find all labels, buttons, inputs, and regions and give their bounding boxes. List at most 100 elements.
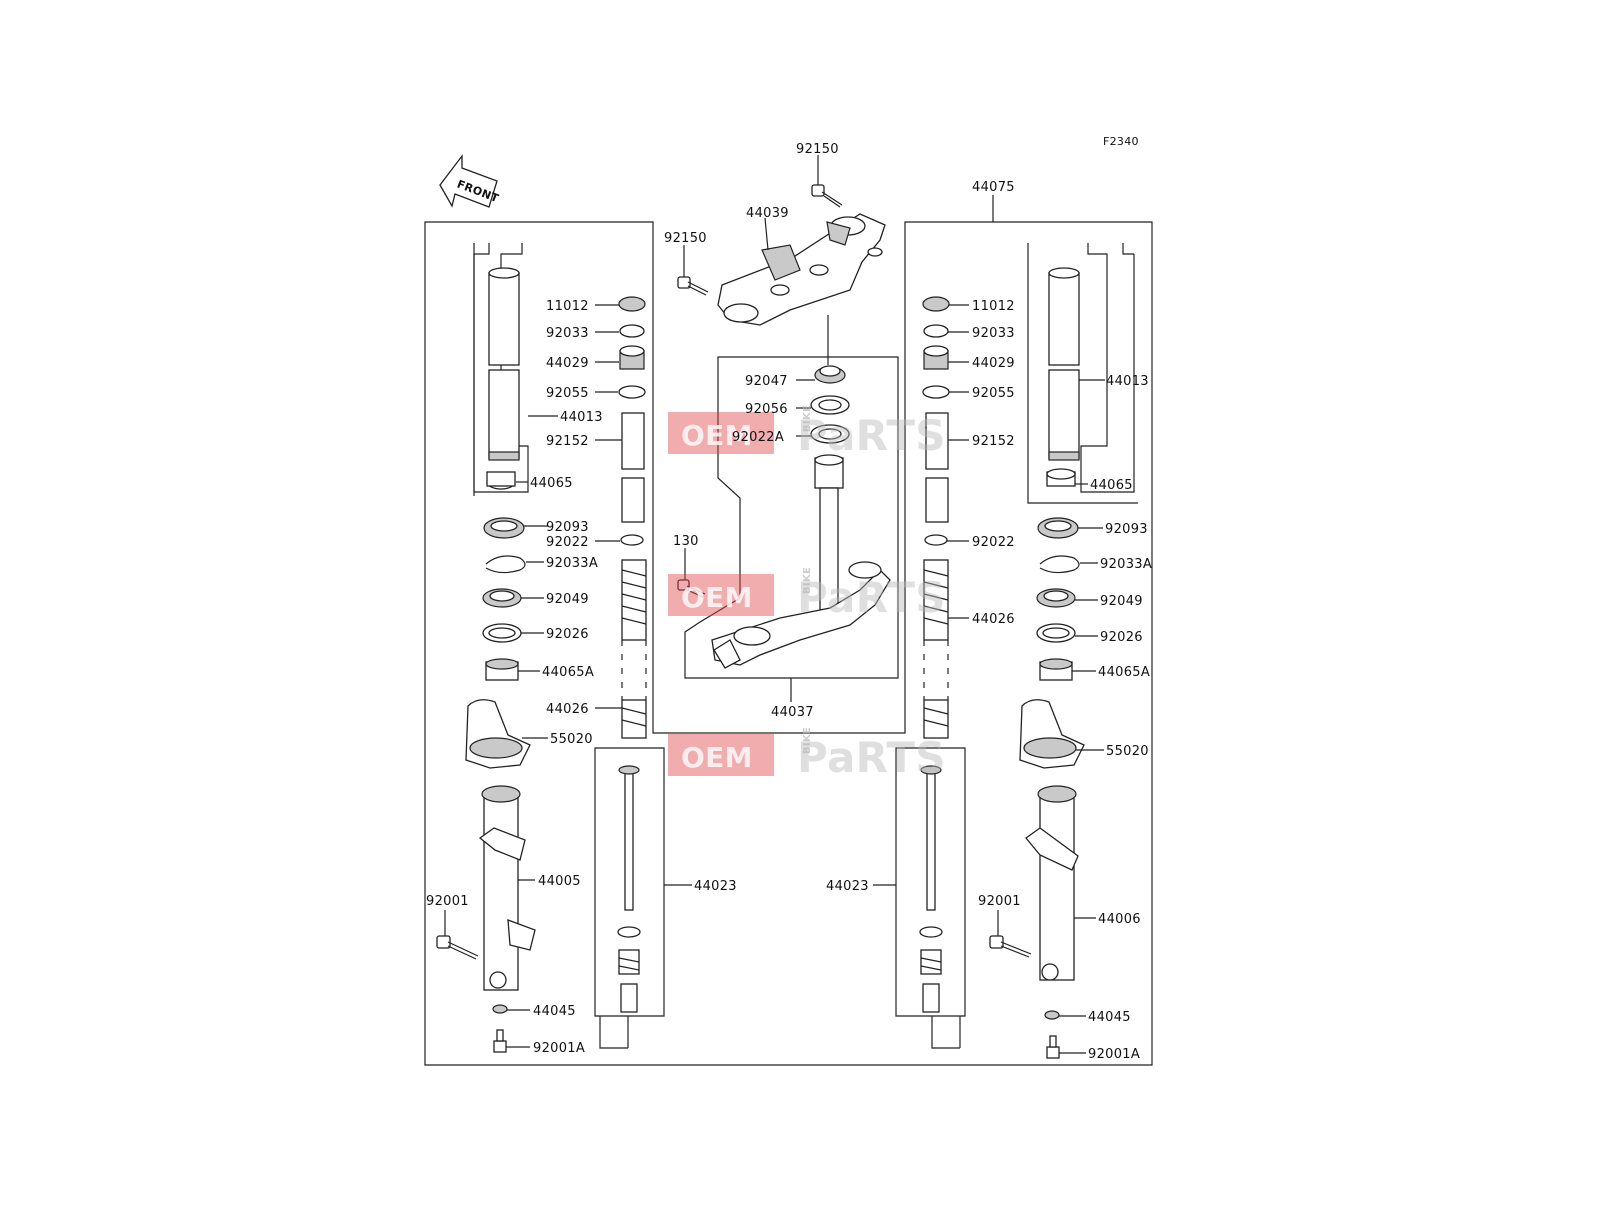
label-92033-left[interactable]: 92033 <box>546 326 589 341</box>
right-oring-92055-icon <box>922 385 950 399</box>
label-44006[interactable]: 44006 <box>1098 912 1141 927</box>
upper-triple-clamp <box>717 213 886 326</box>
watermark-middle-right: PaRTS <box>797 573 946 622</box>
label-44037[interactable]: 44037 <box>771 705 814 720</box>
label-44045-right[interactable]: 44045 <box>1088 1010 1131 1025</box>
label-92049-left[interactable]: 92049 <box>546 592 589 607</box>
watermark-middle: OEM BIKE PaRTS <box>668 567 946 622</box>
label-44013-right[interactable]: 44013 <box>1106 374 1149 389</box>
left-damper-frame <box>594 747 665 1017</box>
left-washer-44045-icon <box>492 1004 508 1014</box>
bolt-92150-top-icon <box>811 184 843 208</box>
label-44045-left[interactable]: 44045 <box>533 1004 576 1019</box>
watermark-top: OEM BIKE PaRTS <box>668 405 946 460</box>
right-clip-92033A-icon <box>1039 555 1080 574</box>
left-spring-44026-icon <box>621 559 647 739</box>
left-oring-92033-icon <box>619 324 645 338</box>
label-44023-left[interactable]: 44023 <box>694 879 737 894</box>
label-92047[interactable]: 92047 <box>745 374 788 389</box>
left-drain-bolt-92001A-icon <box>493 1029 507 1053</box>
label-92150-left[interactable]: 92150 <box>664 231 707 246</box>
right-fork-tube-icon <box>1048 267 1080 461</box>
watermark-bottom-box <box>668 734 774 776</box>
watermark-bottom-vertical: BIKE <box>802 727 813 754</box>
label-44039[interactable]: 44039 <box>746 206 789 221</box>
label-92033A-right[interactable]: 92033A <box>1100 557 1152 572</box>
label-44026-right[interactable]: 44026 <box>972 612 1015 627</box>
label-92001A-right[interactable]: 92001A <box>1088 1047 1140 1062</box>
watermark-top-right: PaRTS <box>797 411 946 460</box>
label-92022-right[interactable]: 92022 <box>972 535 1015 550</box>
label-92033A-left[interactable]: 92033A <box>546 556 598 571</box>
steering-stem-lower-clamp <box>711 454 891 669</box>
right-damper-frame <box>895 747 966 1017</box>
label-92026-left[interactable]: 92026 <box>546 627 589 642</box>
label-92001-left[interactable]: 92001 <box>426 894 469 909</box>
right-damper-frame-bottom <box>931 1016 961 1049</box>
left-spacer-92152-icon <box>621 412 645 470</box>
label-92152-right[interactable]: 92152 <box>972 434 1015 449</box>
label-44005[interactable]: 44005 <box>538 874 581 889</box>
leader-44039 <box>764 217 769 251</box>
label-92022-left[interactable]: 92022 <box>546 535 589 550</box>
label-44065A-right[interactable]: 44065A <box>1098 665 1150 680</box>
bolt-130-icon <box>677 579 706 598</box>
label-44026-left[interactable]: 44026 <box>546 702 589 717</box>
left-assembly-frame <box>424 221 1153 1066</box>
right-drain-bolt-92001A-icon <box>1046 1035 1060 1059</box>
label-44029-left[interactable]: 44029 <box>546 356 589 371</box>
diagram-code: F2340 <box>1103 135 1139 148</box>
right-washer-44045-icon <box>1044 1010 1060 1020</box>
label-92093-right[interactable]: 92093 <box>1105 522 1148 537</box>
label-44013-left[interactable]: 44013 <box>560 410 603 425</box>
label-92001A-left[interactable]: 92001A <box>533 1041 585 1056</box>
right-inner-frame-44013-outer <box>1027 243 1138 504</box>
watermark-top-box <box>668 412 774 454</box>
watermark-bottom-left: OEM <box>681 741 753 774</box>
front-arrow-icon: FRONT <box>439 154 501 208</box>
watermark-bottom: OEM BIKE PaRTS <box>668 727 946 782</box>
label-55020-left[interactable]: 55020 <box>550 732 593 747</box>
label-44065-right[interactable]: 44065 <box>1090 478 1133 493</box>
right-oring-92033-icon <box>923 324 949 338</box>
label-55020-right[interactable]: 55020 <box>1106 744 1149 759</box>
watermark-top-vertical: BIKE <box>802 405 813 432</box>
label-44023-right[interactable]: 44023 <box>826 879 869 894</box>
part-labels: 92150 92150 44039 44075 11012 92033 4402… <box>426 142 1152 1062</box>
label-92001-right[interactable]: 92001 <box>978 894 1021 909</box>
label-11012-left[interactable]: 11012 <box>546 299 589 314</box>
label-92022A[interactable]: 92022A <box>732 430 784 445</box>
label-130[interactable]: 130 <box>673 534 699 549</box>
label-92033-right[interactable]: 92033 <box>972 326 1015 341</box>
label-92026-right[interactable]: 92026 <box>1100 630 1143 645</box>
left-fork-tube-icon <box>488 267 520 461</box>
watermark-middle-left: OEM <box>681 581 753 614</box>
watermark-middle-vertical: BIKE <box>802 567 813 594</box>
label-92150-top[interactable]: 92150 <box>796 142 839 157</box>
label-44065-left[interactable]: 44065 <box>530 476 573 491</box>
label-11012-right[interactable]: 11012 <box>972 299 1015 314</box>
label-44029-right[interactable]: 44029 <box>972 356 1015 371</box>
watermarks: OEM BIKE PaRTS OEM BIKE PaRTS OEM BIKE P… <box>668 405 946 782</box>
right-cap-11012-icon <box>922 296 950 312</box>
label-92056[interactable]: 92056 <box>745 402 788 417</box>
label-92152-left[interactable]: 92152 <box>546 434 589 449</box>
leader-lines <box>506 304 1105 1054</box>
label-92055-right[interactable]: 92055 <box>972 386 1015 401</box>
right-adjuster-44029-icon <box>923 345 949 370</box>
right-outer-tube-44006-icon <box>1025 785 1079 981</box>
label-44075[interactable]: 44075 <box>972 180 1015 195</box>
center-stem-frame <box>684 356 899 679</box>
right-spacer-92152-icon <box>925 412 949 470</box>
left-bolt-92001-icon <box>436 935 479 960</box>
label-92049-right[interactable]: 92049 <box>1100 594 1143 609</box>
left-adjuster-44029-icon <box>619 345 645 370</box>
label-44065A-left[interactable]: 44065A <box>542 665 594 680</box>
right-damper-rod-44023-icon <box>919 765 943 1013</box>
left-oring-92055-icon <box>618 385 646 399</box>
label-92055-left[interactable]: 92055 <box>546 386 589 401</box>
label-92093-left[interactable]: 92093 <box>546 520 589 535</box>
watermark-bottom-right: PaRTS <box>797 733 946 782</box>
